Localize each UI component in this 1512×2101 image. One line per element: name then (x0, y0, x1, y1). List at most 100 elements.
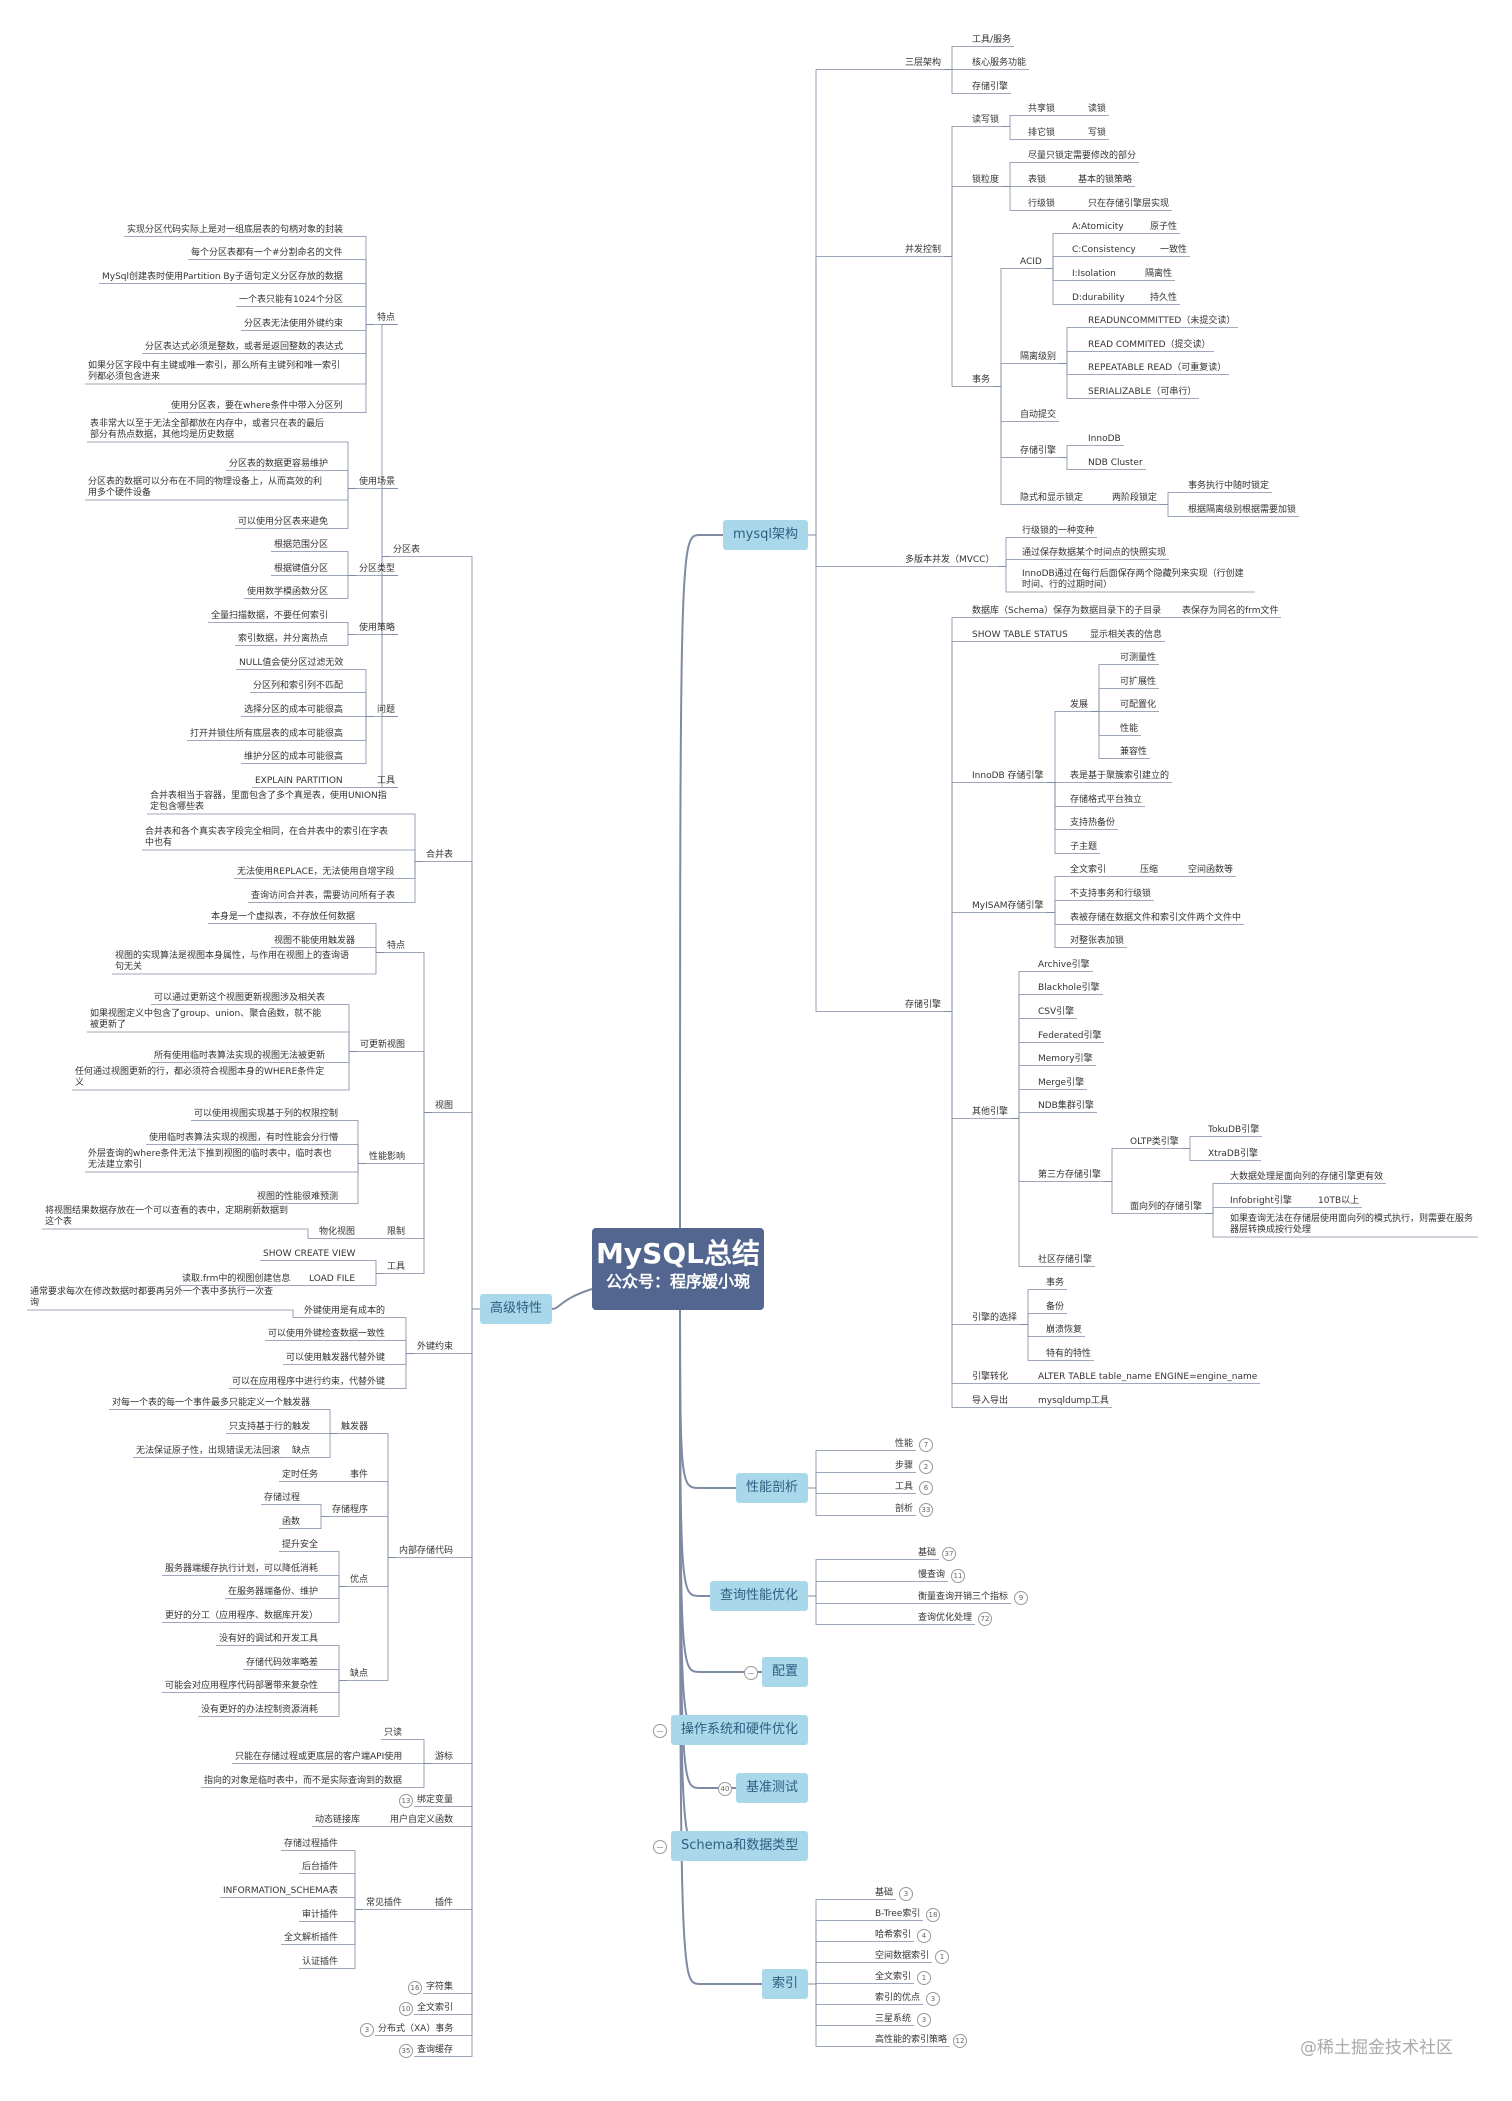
node-a2[interactable]: 并发控制 (905, 244, 942, 255)
node-oshw[interactable]: 操作系统和硬件优化 (671, 1715, 809, 1745)
node-a4f1[interactable]: 事务 (1046, 1277, 1065, 1288)
node-b8a[interactable]: 动态链接库 (315, 1814, 361, 1825)
node-b1c1[interactable]: 根据范围分区 (274, 539, 329, 550)
node-a4d1[interactable]: 全文索引 (1070, 864, 1107, 875)
node-a4b[interactable]: SHOW TABLE STATUS (972, 629, 1068, 640)
node-mysql[interactable]: mysql架构 (723, 520, 808, 550)
node-a4d4[interactable]: 对整张表加锁 (1070, 935, 1125, 946)
node-index[interactable]: 索引 (762, 1969, 809, 1999)
count-badge[interactable]: 6 (919, 1481, 933, 1495)
node-q3[interactable]: 衡量查询开销三个指标 (918, 1591, 1009, 1602)
node-b1f[interactable]: 工具 (377, 775, 396, 786)
node-b4a[interactable]: 外键使用是有成本的 (304, 1305, 386, 1316)
node-a2c5a1[interactable]: 事务执行中随时锁定 (1188, 480, 1270, 491)
node-b3b2[interactable]: 如果视图定义中包含了group、union、聚合函数，就不能被更新了 (90, 1009, 322, 1030)
node-a4hv[interactable]: mysqldump工具 (1038, 1395, 1109, 1406)
node-a4e5[interactable]: Memory引擎 (1038, 1053, 1093, 1064)
node-a2b2[interactable]: 表锁 (1028, 174, 1047, 185)
node-b9a[interactable]: 常见插件 (366, 1897, 403, 1908)
node-b2b[interactable]: 合并表和各个真实表字段完全相同，在合并表中的索引在字表中也有 (145, 827, 389, 848)
node-schema[interactable]: Schema和数据类型 (671, 1831, 809, 1861)
node-b3c1[interactable]: 可以使用视图实现基于列的权限控制 (194, 1108, 339, 1119)
node-b9a4[interactable]: 审计插件 (302, 1909, 339, 1920)
count-badge[interactable]: 10 (399, 2002, 413, 2016)
node-a4d2[interactable]: 不支持事务和行级锁 (1070, 888, 1152, 899)
node-a2c2b[interactable]: READ COMMITED（提交读） (1088, 339, 1211, 350)
node-a4bv[interactable]: 显示相关表的信息 (1090, 629, 1163, 640)
node-a2c1dv[interactable]: 持久性 (1150, 292, 1178, 303)
node-a4e8a1[interactable]: TokuDB引擎 (1208, 1124, 1260, 1135)
node-b13[interactable]: 查询缓存 (417, 2044, 454, 2055)
node-a4d3[interactable]: 表被存储在数据文件和索引文件两个文件中 (1070, 912, 1242, 923)
node-b1[interactable]: 分区表 (393, 544, 421, 555)
node-a2a1[interactable]: 共享锁 (1028, 103, 1056, 114)
node-b5e4[interactable]: 没有更好的办法控制资源消耗 (201, 1704, 319, 1715)
node-b3e2v[interactable]: 读取.frm中的视图创建信息 (182, 1273, 291, 1284)
node-b1e1[interactable]: NULL值会使分区过滤无效 (239, 657, 344, 668)
node-b3b4[interactable]: 任何通过视图更新的行，都必须符合视图本身的WHERE条件定义 (75, 1067, 325, 1088)
node-a1a[interactable]: 工具/服务 (972, 34, 1012, 45)
node-b5c1[interactable]: 存储过程 (264, 1492, 301, 1503)
node-b4b[interactable]: 可以使用外键检查数据一致性 (268, 1328, 386, 1339)
node-a2c1bv[interactable]: 一致性 (1160, 244, 1188, 255)
node-a4c3[interactable]: 存储格式平台独立 (1070, 794, 1143, 805)
node-qopt[interactable]: 查询性能优化 (710, 1581, 809, 1611)
node-b12[interactable]: 分布式（XA）事务 (378, 2023, 454, 2034)
node-a4e8b3[interactable]: 如果查询无法在存储层使用面向列的模式执行，则需要在服务器层转换成按行处理 (1230, 1214, 1474, 1235)
node-a2c4[interactable]: 存储引擎 (1020, 445, 1057, 456)
count-badge[interactable]: 37 (942, 1547, 956, 1561)
node-a4f3[interactable]: 崩溃恢复 (1046, 1324, 1083, 1335)
node-b7[interactable]: 绑定变量 (417, 1794, 454, 1805)
node-i7[interactable]: 三星系统 (875, 2013, 912, 2024)
node-b1a3[interactable]: MySql创建表时使用Partition By子语句定义分区存放的数据 (102, 271, 343, 282)
count-badge[interactable]: 3 (360, 2023, 374, 2037)
node-b1b1[interactable]: 表非常大以至于无法全部都放在内存中，或者只在表的最后部分有热点数据，其他均是历史… (90, 419, 325, 440)
node-a4c5[interactable]: 子主题 (1070, 841, 1098, 852)
node-b1e[interactable]: 问题 (377, 704, 396, 715)
node-b3b[interactable]: 可更新视图 (360, 1039, 406, 1050)
node-a4c1[interactable]: 发展 (1070, 699, 1089, 710)
node-a4c1a[interactable]: 可测量性 (1120, 652, 1157, 663)
node-a4e8b2[interactable]: Infobright引擎 (1230, 1195, 1292, 1206)
node-a2b[interactable]: 锁粒度 (972, 174, 1000, 185)
node-b1f1[interactable]: EXPLAIN PARTITION (255, 775, 343, 786)
node-a4c1e[interactable]: 兼容性 (1120, 746, 1148, 757)
count-badge[interactable]: 3 (899, 1887, 913, 1901)
node-b5d4[interactable]: 更好的分工（应用程序、数据库开发） (165, 1610, 319, 1621)
node-a3c[interactable]: InnoDB通过在每行后面保存两个隐藏列来实现（行创建时间、行的过期时间） (1022, 569, 1244, 590)
node-p2[interactable]: 步骤 (895, 1460, 914, 1471)
node-b5[interactable]: 内部存储代码 (399, 1545, 454, 1556)
node-i6[interactable]: 索引的优点 (875, 1992, 921, 2003)
node-b1a[interactable]: 特点 (377, 312, 396, 323)
node-p3[interactable]: 工具 (895, 1481, 914, 1492)
node-a2c1av[interactable]: 原子性 (1150, 221, 1178, 232)
node-b1a2[interactable]: 每个分区表都有一个#分割命名的文件 (191, 247, 343, 258)
node-a4e7[interactable]: NDB集群引擎 (1038, 1100, 1094, 1111)
node-b1c2[interactable]: 根据键值分区 (274, 563, 329, 574)
node-b1a5[interactable]: 分区表无法使用外键约束 (244, 318, 344, 329)
node-a4a[interactable]: 数据库（Schema）保存为数据目录下的子目录 (972, 605, 1162, 616)
node-i1[interactable]: 基础 (875, 1887, 894, 1898)
count-badge[interactable]: — (653, 1724, 667, 1738)
node-b1a7[interactable]: 如果分区字段中有主键或唯一索引，那么所有主键列和唯一索引列都必须包含进来 (88, 361, 341, 382)
node-i4[interactable]: 空间数据索引 (875, 1950, 930, 1961)
node-b6c[interactable]: 指向的对象是临时表中，而不是实际查询到的数据 (204, 1775, 403, 1786)
node-a4g[interactable]: 引擎转化 (972, 1371, 1009, 1382)
node-a4e9[interactable]: 社区存储引擎 (1038, 1254, 1093, 1265)
node-b5e2[interactable]: 存储代码效率略差 (246, 1657, 319, 1668)
node-b10[interactable]: 字符集 (426, 1981, 454, 1992)
node-b3a3[interactable]: 视图的实现算法是视图本身属性，与作用在视图上的查询语句无关 (115, 951, 350, 972)
node-b5e1[interactable]: 没有好的调试和开发工具 (219, 1633, 319, 1644)
count-badge[interactable]: — (653, 1840, 667, 1854)
node-a4c[interactable]: InnoDB 存储引擎 (972, 770, 1044, 781)
node-b1d2[interactable]: 索引数据，并分离热点 (238, 633, 329, 644)
node-a2c1[interactable]: ACID (1020, 256, 1042, 267)
count-badge[interactable]: 1 (917, 1971, 931, 1985)
node-a1c[interactable]: 存储引擎 (972, 81, 1009, 92)
node-b3a2[interactable]: 视图不能使用触发器 (274, 935, 356, 946)
node-a4c4[interactable]: 支持热备份 (1070, 817, 1116, 828)
count-badge[interactable]: 3 (926, 1992, 940, 2006)
node-a4c1b[interactable]: 可扩展性 (1120, 676, 1157, 687)
node-a2c1c[interactable]: I:Isolation (1072, 268, 1116, 279)
node-b2d[interactable]: 查询访问合并表，需要访问所有子表 (251, 890, 396, 901)
